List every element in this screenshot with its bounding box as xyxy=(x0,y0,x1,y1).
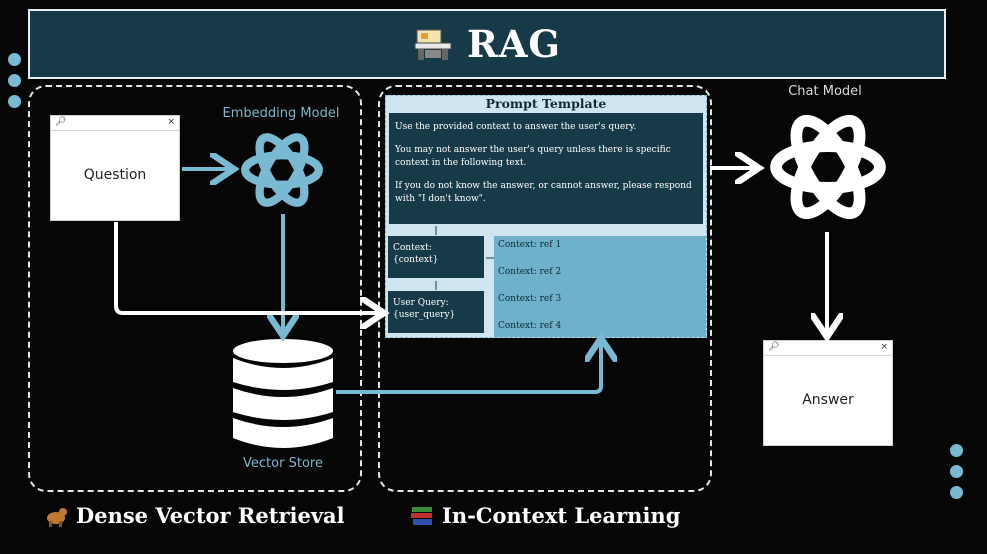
close-icon: × xyxy=(167,117,175,127)
context-ref: Context: ref 2 xyxy=(498,267,562,277)
embedding-model-label: Embedding Model xyxy=(222,106,340,121)
dog-icon xyxy=(47,507,67,527)
search-icon: 🔎︎ xyxy=(55,117,67,127)
desk-icon xyxy=(414,29,452,60)
in-context-caption: In-Context Learning xyxy=(410,503,680,528)
prompt-instructions: Use the provided context to answer the u… xyxy=(389,113,703,224)
prompt-template-title: Prompt Template xyxy=(485,96,607,111)
title-banner: RAG xyxy=(28,9,946,79)
user-query-slot-label: User Query: xyxy=(393,298,449,308)
instruction-line: Use the provided context to answer the u… xyxy=(395,122,637,132)
context-ref: Context: ref 1 xyxy=(498,240,562,250)
answer-label: Answer xyxy=(802,392,854,408)
decor-dot xyxy=(8,53,21,66)
instruction-line: You may not answer the user's query unle… xyxy=(395,145,671,168)
embedding-model-icon xyxy=(241,133,323,207)
decor-dot xyxy=(8,74,21,87)
decor-dot xyxy=(950,465,963,478)
user-query-slot: User Query: {user_query} xyxy=(388,291,484,333)
dense-retrieval-caption: Dense Vector Retrieval xyxy=(44,503,345,528)
vector-store-label: Vector Store xyxy=(243,456,323,471)
decor-dot xyxy=(8,95,21,108)
chat-model-icon xyxy=(770,114,886,220)
vector-store-icon xyxy=(233,339,333,448)
context-ref: Context: ref 4 xyxy=(498,321,562,331)
books-icon xyxy=(411,506,432,525)
decor-dot xyxy=(950,444,963,457)
context-slot: Context: {context} xyxy=(388,236,484,278)
chat-model-label: Chat Model xyxy=(788,84,862,99)
context-ref: Context: ref 3 xyxy=(498,294,562,304)
user-query-slot-placeholder: {user_query} xyxy=(393,310,456,320)
instruction-line: If you do not know the answer, or cannot… xyxy=(395,181,692,204)
question-label: Question xyxy=(83,167,147,183)
context-slot-placeholder: {context} xyxy=(393,255,439,265)
context-slot-label: Context: xyxy=(393,243,432,253)
answer-window: 🔎︎ × Answer xyxy=(763,340,893,446)
search-icon: 🔎︎ xyxy=(768,342,780,352)
page-title: RAG xyxy=(466,22,562,66)
in-context-label: In-Context Learning xyxy=(442,503,681,528)
close-icon: × xyxy=(880,342,888,352)
question-window: 🔎︎ × Question xyxy=(50,115,180,221)
decor-dot xyxy=(950,486,963,499)
dense-retrieval-label: Dense Vector Retrieval xyxy=(76,503,345,528)
context-refs-panel xyxy=(494,236,706,337)
